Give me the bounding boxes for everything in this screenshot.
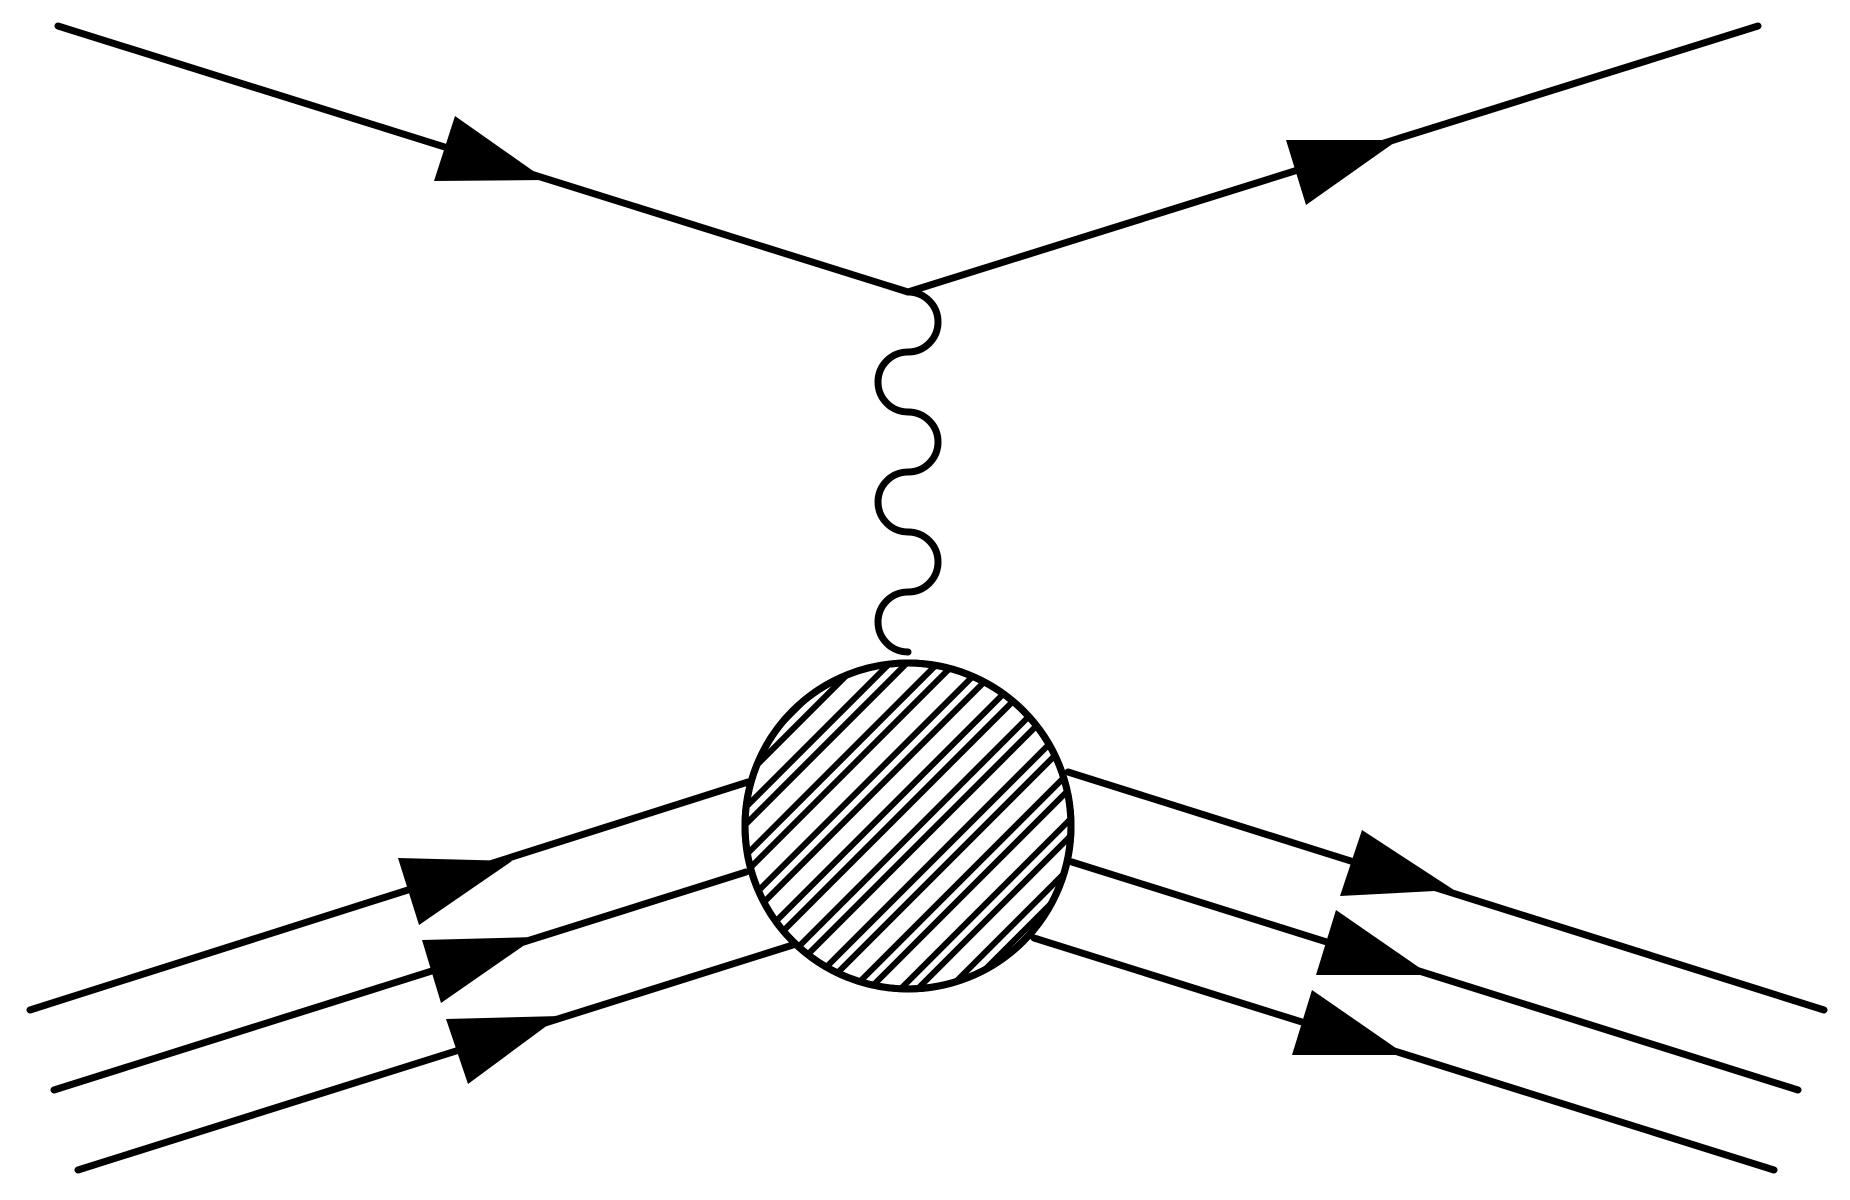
incoming-quark-arrow-3 bbox=[446, 1016, 560, 1084]
hatch-line bbox=[745, 663, 1071, 989]
hatch-line bbox=[745, 663, 1071, 989]
hatch-line bbox=[747, 665, 1071, 989]
outgoing-lepton bbox=[904, 22, 1762, 296]
incoming-quark-arrow-2 bbox=[422, 937, 536, 1003]
incoming-quark-line-3 bbox=[74, 940, 800, 1174]
hatch-line bbox=[745, 663, 1071, 989]
outgoing-quark-arrow-1 bbox=[1340, 830, 1454, 896]
incoming-quark-arrow-1 bbox=[398, 858, 512, 925]
hatch-line bbox=[745, 663, 1071, 989]
outgoing-quark-arrow-2 bbox=[1316, 910, 1430, 975]
hatch-line bbox=[745, 663, 1071, 989]
incoming-quark-line-2 bbox=[50, 868, 750, 1094]
hatch-line bbox=[745, 663, 1071, 989]
outgoing-quark-arrow-3 bbox=[1292, 990, 1406, 1055]
hadron-blob-outline bbox=[741, 659, 1075, 993]
photon-wavy-line bbox=[874, 288, 942, 656]
hatch-line bbox=[745, 663, 1065, 983]
hatch-line bbox=[745, 663, 1071, 989]
incoming-lepton bbox=[54, 22, 912, 296]
hatch-line bbox=[745, 663, 1071, 989]
incoming-quark-line-1 bbox=[26, 778, 752, 1014]
hatch-line bbox=[745, 663, 1071, 989]
incoming-quarks bbox=[26, 778, 800, 1174]
hadron-blob bbox=[741, 659, 1075, 993]
hatch-line bbox=[745, 663, 1071, 989]
outgoing-quark-line-1 bbox=[1064, 768, 1828, 1014]
hatch-line bbox=[756, 674, 1071, 989]
incoming-lepton-arrow bbox=[434, 116, 546, 181]
hatch-line bbox=[745, 663, 1071, 989]
outgoing-quarks bbox=[1030, 768, 1828, 1174]
hatch-line bbox=[745, 663, 1071, 989]
hatch-line bbox=[745, 663, 1071, 989]
hatch-line bbox=[745, 663, 1071, 989]
outgoing-lepton-arrow bbox=[1286, 140, 1398, 205]
hatch-line bbox=[745, 663, 1071, 989]
hadron-blob-hatching bbox=[745, 663, 1071, 989]
outgoing-quark-line-2 bbox=[1068, 858, 1802, 1094]
hatch-line bbox=[745, 663, 1071, 989]
